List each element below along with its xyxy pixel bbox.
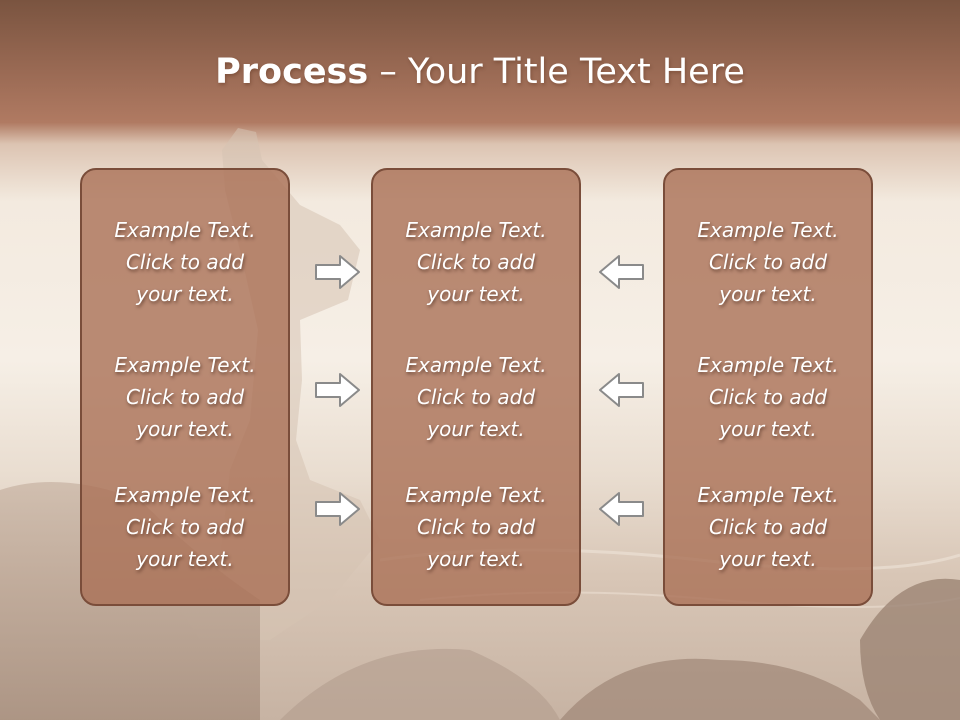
arrow-right-icon[interactable] xyxy=(314,252,362,292)
item-line: Example Text. xyxy=(114,353,256,377)
text-item[interactable]: Example Text. Click to add your text. xyxy=(82,479,288,575)
arrow-left-icon[interactable] xyxy=(597,252,645,292)
text-item[interactable]: Example Text. Click to add your text. xyxy=(665,214,871,310)
arrow-left-icon[interactable] xyxy=(597,370,645,410)
item-line: Example Text. xyxy=(114,218,256,242)
item-line: your text. xyxy=(427,417,525,441)
title-rest: – Your Title Text Here xyxy=(368,52,745,92)
item-line: Click to add xyxy=(708,515,828,539)
slide-title[interactable]: Process – Your Title Text Here xyxy=(0,52,960,92)
text-item[interactable]: Example Text. Click to add your text. xyxy=(82,214,288,310)
text-item[interactable]: Example Text. Click to add your text. xyxy=(665,349,871,445)
item-line: Example Text. xyxy=(697,483,839,507)
title-bold: Process xyxy=(215,52,369,92)
item-line: Example Text. xyxy=(405,483,547,507)
text-item[interactable]: Example Text. Click to add your text. xyxy=(665,479,871,575)
text-item[interactable]: Example Text. Click to add your text. xyxy=(373,214,579,310)
item-line: Click to add xyxy=(416,515,536,539)
text-box-left[interactable]: Example Text. Click to add your text. Ex… xyxy=(80,168,290,606)
item-line: your text. xyxy=(719,417,817,441)
item-line: your text. xyxy=(719,282,817,306)
text-box-middle[interactable]: Example Text. Click to add your text. Ex… xyxy=(371,168,581,606)
item-line: your text. xyxy=(136,547,234,571)
arrow-right-icon[interactable] xyxy=(314,489,362,529)
item-line: Click to add xyxy=(125,385,245,409)
item-line: Example Text. xyxy=(405,218,547,242)
item-line: your text. xyxy=(136,417,234,441)
arrow-left-icon[interactable] xyxy=(597,489,645,529)
item-line: Click to add xyxy=(708,250,828,274)
item-line: your text. xyxy=(427,547,525,571)
item-line: Click to add xyxy=(416,250,536,274)
item-line: Click to add xyxy=(416,385,536,409)
item-line: your text. xyxy=(136,282,234,306)
item-line: Click to add xyxy=(125,250,245,274)
item-line: your text. xyxy=(719,547,817,571)
item-line: Example Text. xyxy=(405,353,547,377)
item-line: your text. xyxy=(427,282,525,306)
item-line: Example Text. xyxy=(697,218,839,242)
item-line: Click to add xyxy=(125,515,245,539)
item-line: Click to add xyxy=(708,385,828,409)
text-item[interactable]: Example Text. Click to add your text. xyxy=(373,479,579,575)
item-line: Example Text. xyxy=(114,483,256,507)
text-box-right[interactable]: Example Text. Click to add your text. Ex… xyxy=(663,168,873,606)
text-item[interactable]: Example Text. Click to add your text. xyxy=(82,349,288,445)
text-item[interactable]: Example Text. Click to add your text. xyxy=(373,349,579,445)
arrow-right-icon[interactable] xyxy=(314,370,362,410)
item-line: Example Text. xyxy=(697,353,839,377)
